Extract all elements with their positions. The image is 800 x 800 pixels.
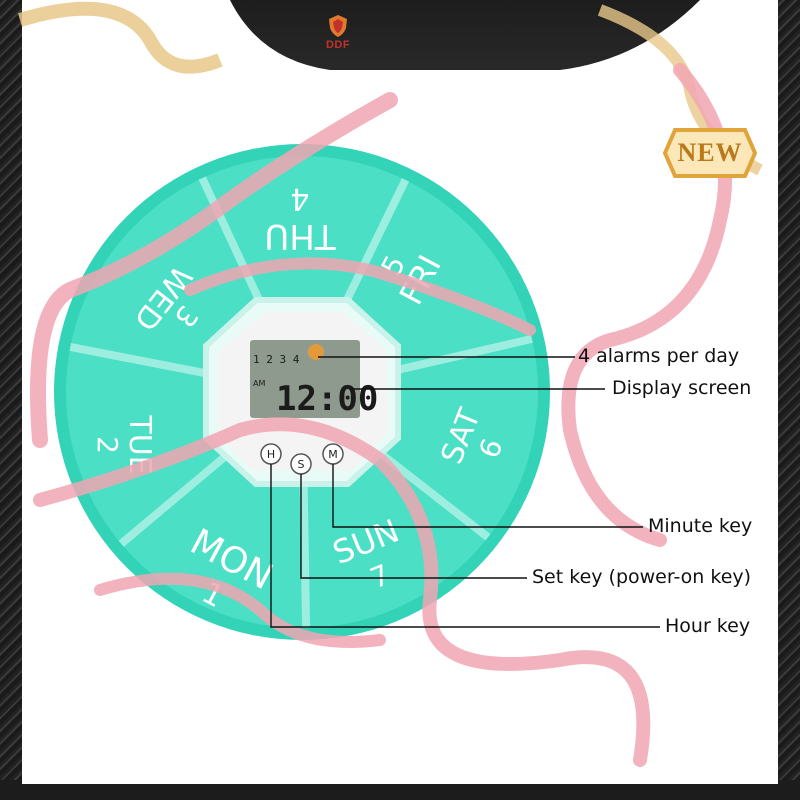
callout-minute-key: Minute key: [648, 515, 753, 537]
callout-display-screen: Display screen: [612, 377, 752, 399]
day-number-tue: 2: [91, 436, 124, 454]
badge-shape: [662, 128, 758, 178]
callout-hour-key: Hour key: [665, 615, 751, 637]
set-key[interactable]: S: [290, 453, 312, 475]
lcd-time: 12:00: [276, 379, 378, 419]
day-number-thu: 4: [290, 181, 309, 216]
alarm-indices: 1 2 3 4: [253, 353, 300, 366]
frame-left: [0, 0, 22, 800]
minute-key-label: M: [328, 448, 338, 461]
minute-key[interactable]: M: [322, 443, 344, 465]
lcd-screen: [250, 340, 360, 418]
new-badge-text: NEW: [677, 138, 743, 167]
frame-bottom: [0, 780, 800, 800]
frame-right: [778, 0, 800, 800]
pink-ribbons: [30, 63, 732, 767]
shield-crest-icon: [329, 15, 347, 37]
brand-logo: DDF: [313, 14, 363, 51]
callout-alarms: 4 alarms per day: [578, 345, 740, 367]
gold-ribbon-left: [17, 1, 223, 74]
callout-line-set: [300, 474, 527, 579]
callout-line-hour: [270, 464, 660, 628]
callout-line-minute: [332, 464, 643, 528]
new-badge: NEW: [655, 124, 765, 182]
set-key-label: S: [298, 458, 305, 471]
alarm-indicator-dot: [308, 344, 324, 360]
hour-key-label: H: [267, 448, 275, 461]
hour-key[interactable]: H: [260, 443, 282, 465]
brand-name: DDF: [325, 39, 351, 51]
callout-lines: [270, 356, 660, 628]
day-label-thu: THU: [264, 216, 336, 256]
am-label: AM: [253, 379, 265, 388]
callout-set-key: Set key (power-on key): [532, 566, 752, 588]
